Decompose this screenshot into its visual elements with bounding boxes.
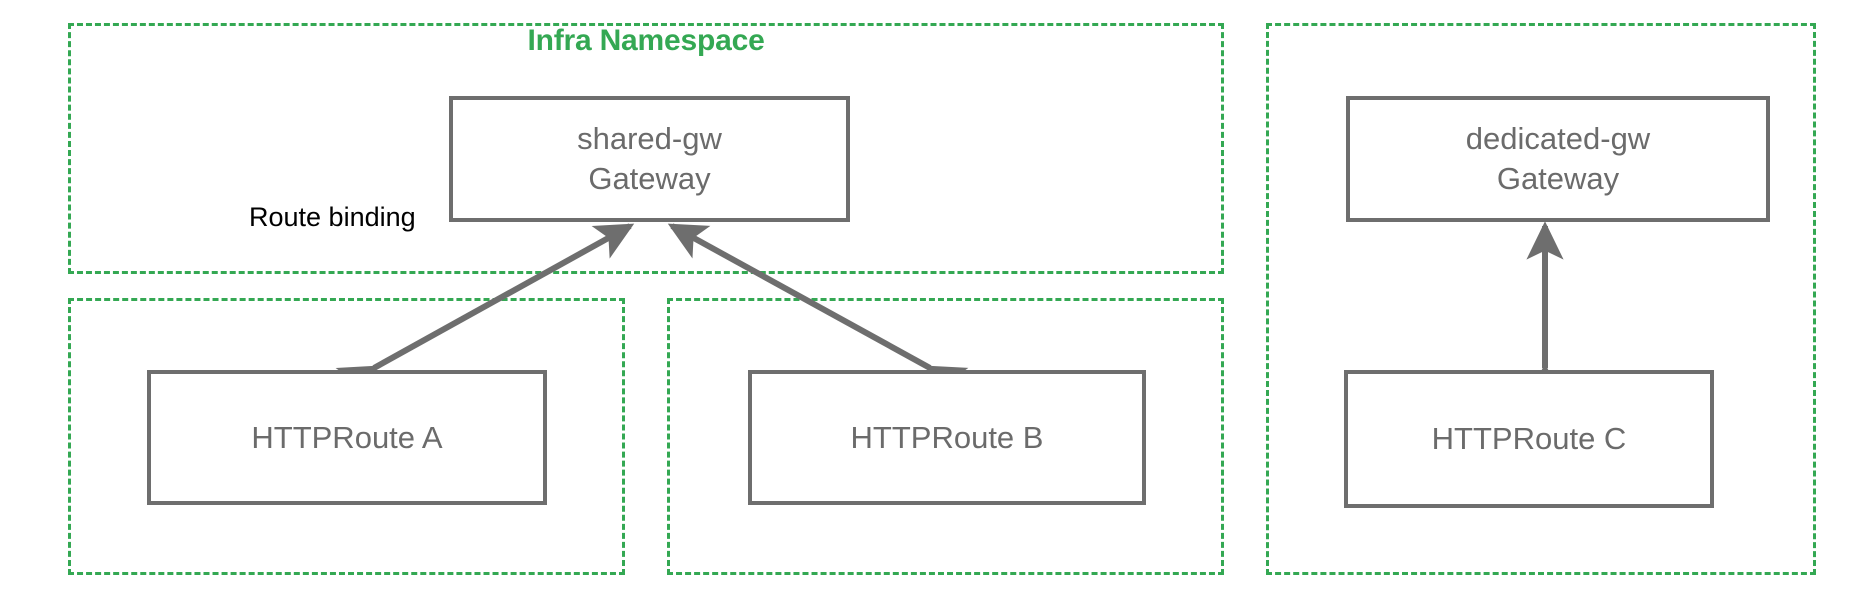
node-shared-gw-name: shared-gw bbox=[577, 121, 722, 157]
node-httproute-a-name: HTTPRoute A bbox=[251, 419, 443, 455]
node-httproute-c-name: HTTPRoute C bbox=[1431, 421, 1627, 457]
node-dedicated-gw-gateway[interactable]: dedicated-gw Gateway bbox=[1346, 96, 1770, 222]
namespace-box-c bbox=[1266, 23, 1816, 575]
namespace-box-infra bbox=[68, 23, 1224, 274]
node-dedicated-gw-name: dedicated-gw bbox=[1465, 121, 1651, 157]
node-httproute-a[interactable]: HTTPRoute A bbox=[147, 370, 547, 505]
edge-label-route-binding: Route binding bbox=[249, 202, 416, 232]
node-shared-gw-kind: Gateway bbox=[588, 161, 711, 196]
node-shared-gw-gateway[interactable]: shared-gw Gateway bbox=[449, 96, 850, 222]
node-httproute-c[interactable]: HTTPRoute C bbox=[1344, 370, 1714, 508]
node-dedicated-gw-kind: Gateway bbox=[1496, 161, 1620, 196]
node-httproute-b[interactable]: HTTPRoute B bbox=[748, 370, 1146, 505]
namespace-label-infra: Infra Namespace bbox=[527, 24, 765, 57]
node-httproute-b-name: HTTPRoute B bbox=[850, 419, 1044, 455]
